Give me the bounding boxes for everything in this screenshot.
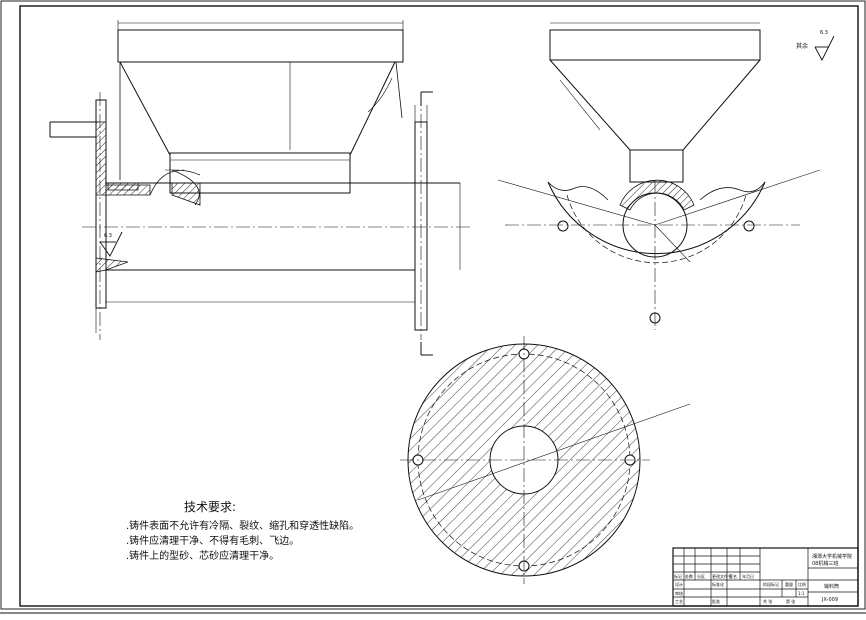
front-view-hatch — [95, 121, 201, 273]
tech-requirement-item: .铸件应清理干净、不得有毛刺、飞边。 — [126, 536, 300, 547]
roughness-note-label: 其余 — [796, 43, 809, 50]
title-block-label: 更改文件号 — [712, 574, 732, 579]
title-block-label: 标准化 — [712, 582, 724, 587]
title-block-label: 批准 — [712, 599, 720, 604]
front-view — [49, 20, 461, 333]
title-block-label: 分区 — [697, 574, 705, 579]
tech-requirements-title: 技术要求: — [184, 500, 237, 514]
title-block-part-name: 输料筒 — [824, 584, 840, 590]
tech-requirement-item: .铸件上的型砂、芯砂应清理干净。 — [126, 551, 280, 562]
title-block-label: 标记 — [674, 574, 682, 579]
roughness-main-value: 6.3 — [820, 30, 828, 36]
front-view-centerlines — [82, 92, 470, 340]
title-block-label: 签名 — [729, 574, 737, 579]
title-block-label: 第 张 — [786, 599, 796, 604]
title-block-label: 重量 — [785, 582, 793, 587]
title-block-label: 比例 — [798, 582, 806, 587]
title-block-label: 阶段标记 — [763, 582, 779, 587]
title-block-scale: 1:1 — [798, 591, 805, 596]
tech-requirement-item: .铸件表面不允许有冷隔、裂纹、缩孔和穿透性缺陷。 — [126, 521, 360, 532]
side-view — [497, 22, 821, 324]
title-block-label: 设计 — [675, 582, 683, 587]
title-block-label: 年月日 — [742, 574, 754, 579]
title-block-school: 湘潭大学机械学院 — [812, 554, 853, 560]
title-block-class: 08机械三班 — [812, 561, 839, 567]
sheet-inner-frame — [19, 5, 859, 607]
roughness-symbol-local — [99, 231, 123, 257]
section-marker-a — [420, 91, 433, 356]
section-view-centerlines — [400, 336, 650, 584]
title-block — [672, 547, 859, 607]
roughness-symbol-main — [814, 35, 835, 61]
side-view-centerlines — [505, 180, 800, 330]
title-block-drawing-no: JX-009 — [822, 597, 838, 603]
side-view-hatch — [619, 179, 695, 211]
roughness-local-value: 6.3 — [104, 233, 112, 239]
title-block-label: 处数 — [685, 574, 693, 579]
title-block-label: 共 张 — [763, 599, 773, 604]
title-block-label: 工艺 — [675, 599, 683, 604]
title-block-label: 审核 — [675, 591, 683, 596]
